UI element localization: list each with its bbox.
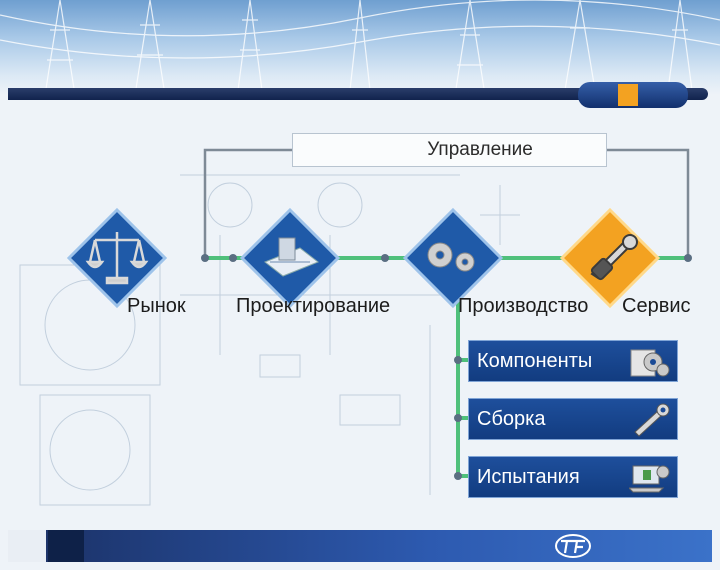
node-dot [454, 356, 462, 364]
footer-segment [48, 530, 84, 562]
substep-components-label: Компоненты [477, 350, 593, 372]
node-dot [454, 472, 462, 480]
stage-service-diamond [559, 207, 661, 309]
stage-production-diamond [402, 207, 504, 309]
node-dot [684, 254, 692, 262]
node-dot [454, 414, 462, 422]
node-dot [381, 254, 389, 262]
node-dot [229, 254, 237, 262]
node-dot [201, 254, 209, 262]
stage-service-label: Сервис [622, 295, 691, 317]
header-bar-accent [618, 84, 638, 106]
substep-testing: Испытания [468, 456, 678, 498]
stage-production-label: Производство [458, 295, 589, 317]
stage-design-diamond [239, 207, 341, 309]
company-logo-icon [555, 534, 591, 558]
substep-assembly-label: Сборка [477, 408, 546, 430]
wrench-icon [634, 403, 670, 437]
laptop-tools-icon [629, 465, 670, 493]
stage-design-label: Проектирование [236, 295, 391, 317]
management-label: Управление [427, 139, 533, 160]
header-bar [8, 88, 708, 100]
management-box [292, 133, 607, 167]
power-lines-graphic [0, 0, 720, 95]
scales-icon [85, 232, 149, 285]
wrench-icon [590, 234, 638, 281]
gear-box-icon [630, 349, 670, 377]
stage-market-diamond [66, 207, 168, 309]
substep-testing-label: Испытания [477, 466, 580, 488]
header-background [0, 0, 720, 95]
footer-segment [8, 530, 46, 562]
gears-icon [427, 242, 475, 272]
stage-market-label: Рынок [127, 295, 186, 317]
substep-assembly: Сборка [468, 398, 678, 440]
footer-bar [8, 530, 712, 562]
blueprint-icon [264, 237, 319, 277]
substep-components: Компоненты [468, 340, 678, 382]
